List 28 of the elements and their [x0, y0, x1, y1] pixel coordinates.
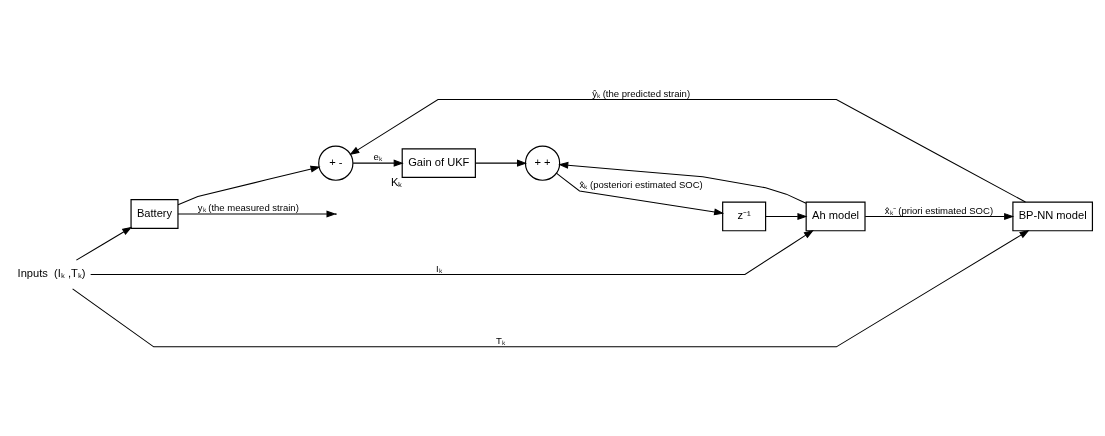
node-box: Gain of UKF: [401, 148, 476, 179]
node-circle: + -: [318, 145, 354, 181]
arrow: [349, 99, 1026, 203]
arrow: [765, 212, 808, 220]
arrow: [555, 172, 725, 216]
edge-label: Iₖ: [435, 262, 442, 274]
edge-label: x̂ₖ (posteriori estimated SOC): [579, 179, 703, 191]
arrow: [864, 212, 1015, 220]
edge-label: x̂ₖ⁻ (priori estimated SOC): [884, 204, 994, 216]
node-box: z⁻¹: [722, 201, 767, 232]
arrow: [177, 165, 321, 206]
edge-label: eₖ: [373, 151, 382, 163]
arrow: [352, 159, 404, 167]
node-label: Kₖ: [390, 176, 403, 189]
node-box: Ah model: [805, 201, 866, 232]
arrow: [558, 161, 807, 204]
node-box: BP-NN model: [1012, 201, 1094, 232]
arrow: [177, 210, 337, 218]
arrow: [75, 226, 133, 261]
edge-label: Tₖ: [496, 335, 505, 347]
arrow: [475, 159, 527, 167]
edge-label: yₖ (the measured strain): [197, 202, 299, 214]
arrow: [90, 229, 814, 275]
node-text: Inputs (Iₖ ,Tₖ): [17, 267, 86, 280]
edge-label: ŷₖ (the predicted strain): [592, 87, 691, 99]
arrow: [72, 229, 1030, 348]
node-circle: + +: [524, 145, 561, 181]
node-box: Battery: [130, 199, 179, 229]
